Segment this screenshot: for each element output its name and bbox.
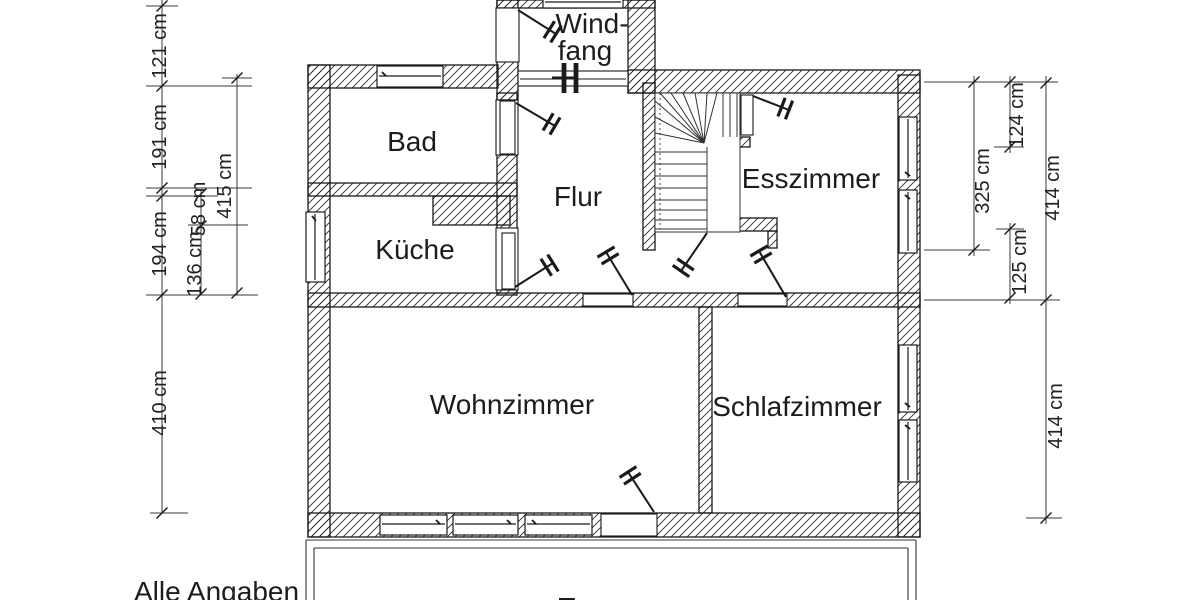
esszimmer-stair-door [740, 94, 795, 136]
bad-door [499, 100, 562, 155]
bad-window [376, 65, 444, 88]
wall-kueche-jog [432, 195, 511, 226]
wohnzimmer-window-3 [524, 514, 593, 536]
dim-136: 136 cm [184, 231, 206, 297]
doors [499, 9, 795, 513]
kueche-window [305, 211, 326, 283]
wall-wohn-schlaf-divider [698, 306, 713, 514]
room-label-esszimmer: Esszimmer [742, 163, 880, 194]
dim-194: 194 cm [149, 211, 171, 277]
room-label-flur: Flur [554, 181, 602, 212]
windfang-inner-door [517, 63, 629, 93]
esszimmer-window-1 [898, 116, 918, 181]
dim-410: 410 cm [149, 370, 171, 436]
footer-note: Alle Angaben [134, 576, 299, 600]
room-label-bad: Bad [387, 126, 437, 157]
schlafzimmer-door [749, 244, 787, 298]
terrace-door [618, 465, 655, 513]
wohnzimmer-door [596, 245, 633, 296]
dim-191: 191 cm [149, 104, 171, 170]
wall-top-right [627, 69, 921, 94]
dim-121: 121 cm [149, 13, 171, 79]
windfang-entry-opening [495, 7, 520, 63]
wohnzimmer-door-opening [582, 293, 634, 307]
kueche-door [501, 232, 560, 290]
dim-58: 58 cm [188, 182, 210, 236]
dim-415: 415 cm [214, 153, 236, 219]
wall-esszimmer-corner-stub [767, 230, 778, 249]
dim-325: 325 cm [972, 148, 994, 214]
schlafzimmer-window-1 [898, 344, 918, 413]
dim-124: 124 cm [1006, 82, 1028, 148]
room-label-windfang-1: Wind- [555, 8, 628, 39]
schlafzimmer-window-2 [898, 419, 918, 483]
dim-414-lower: 414 cm [1045, 383, 1067, 449]
dim-414-upper: 414 cm [1042, 155, 1064, 221]
staircase [654, 92, 741, 233]
windfang-entry-door [517, 9, 563, 44]
wohnzimmer-window-2 [452, 514, 519, 536]
dimensions-right [924, 76, 1062, 524]
terrace-door-opening [600, 513, 658, 537]
room-label-wohnzimmer: Wohnzimmer [430, 389, 594, 420]
terrace-outline [305, 539, 917, 600]
dim-125: 125 cm [1009, 229, 1031, 295]
esszimmer-window-2 [898, 189, 918, 254]
room-label-kueche: Küche [375, 234, 454, 265]
windfang-window [542, 0, 624, 9]
wall-stair-left [642, 82, 656, 251]
room-label-schlafzimmer: Schlafzimmer [712, 391, 882, 422]
wohnzimmer-window-1 [379, 514, 448, 536]
room-label-windfang-2: fang [558, 35, 613, 66]
schlafzimmer-door-opening [737, 293, 788, 307]
dimension-labels-right: 325 cm 124 cm 125 cm 414 cm 414 cm [972, 82, 1067, 449]
windows [305, 0, 918, 536]
dimension-labels-left: 121 cm 191 cm 194 cm 410 cm 58 cm 136 cm… [149, 13, 236, 436]
stair-bottom-door [671, 232, 708, 278]
room-labels: Wind- fang Bad Flur Küche Esszimmer Wohn… [375, 8, 882, 600]
wall-bad-bottom [307, 182, 518, 197]
room-label-terrasse: Terrasse [558, 592, 665, 600]
